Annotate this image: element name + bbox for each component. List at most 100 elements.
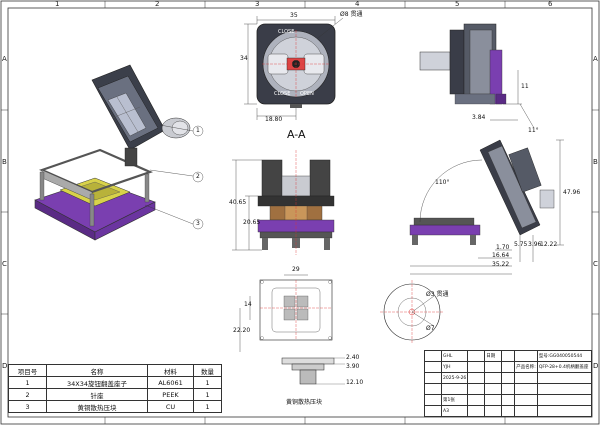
zone-top-5: 5	[455, 0, 460, 8]
dim-circle-d2: Ø7	[426, 325, 435, 332]
bom-header-row: 项目号 名称 材料 数量	[7, 364, 222, 377]
tb-cell	[501, 350, 516, 362]
tb-cell	[424, 394, 442, 406]
dim-plate-h: 14	[244, 301, 252, 308]
dim-side-r1: 11	[521, 83, 529, 90]
tb-cell	[467, 372, 486, 384]
tb-cell	[424, 405, 442, 417]
bom-cell: 3	[7, 400, 48, 413]
zone-top-4: 4	[355, 0, 360, 8]
tb-cell	[440, 383, 469, 395]
tb-cell: 日期	[484, 350, 503, 362]
tb-cell	[484, 372, 503, 384]
title-block: GHL 日期 型号:GG040050544 YJH 产品名称: QFP-28+0…	[424, 350, 593, 417]
tb-cell: YJH	[440, 361, 469, 373]
tb-cell: GHL	[440, 350, 469, 362]
tb-cell	[514, 394, 538, 406]
bom-cell: PEEK	[146, 388, 195, 401]
tb-cell	[501, 361, 516, 373]
front-view-dims	[232, 159, 262, 251]
bom-cell: 黄铜散热压块	[46, 400, 148, 413]
tb-cell	[514, 383, 538, 395]
section-label: A-A	[287, 128, 306, 141]
lid-close-label: CLOSE	[278, 29, 295, 35]
zone-side-d: D	[2, 362, 8, 370]
dim-side-r2: 3.84	[472, 114, 486, 121]
bom-header: 材料	[146, 364, 195, 377]
bom-cell: AL6061	[146, 376, 195, 389]
dim-open-angle: 110°	[435, 179, 450, 186]
dim-side-angle: 11°	[528, 127, 539, 134]
tb-cell	[467, 350, 486, 362]
dim-part-d1: 2.40	[346, 354, 360, 361]
balloon-leaders	[144, 124, 204, 230]
tb-cell	[484, 394, 503, 406]
bom-cell: CU	[146, 400, 195, 413]
bom-cell: 34X34旋钮翻盖座子	[46, 376, 148, 389]
side-view-dims	[490, 70, 535, 129]
tb-cell	[536, 394, 593, 406]
lid-close-label-bottom: CLOSE	[274, 91, 291, 97]
tb-cell	[514, 372, 538, 384]
bom-cell: 2	[7, 388, 48, 401]
tb-cell: 第1张	[440, 394, 469, 406]
zone-top-2: 2	[155, 0, 160, 8]
dim-hole-dia: Ø8 贯通	[340, 11, 363, 18]
zone-side-d-right: D	[593, 362, 599, 370]
dim-open-d5: 12.22	[540, 241, 558, 248]
bom-cell: 1	[193, 388, 222, 401]
tb-cell	[467, 383, 486, 395]
tb-cell: A3	[440, 405, 469, 417]
zone-side-a: A	[2, 55, 7, 63]
side-view-closed	[419, 23, 507, 105]
tb-cell	[467, 361, 486, 373]
tb-model: 型号:GG040050544	[536, 350, 593, 362]
dim-front-h2: 20.65	[243, 219, 261, 226]
top-view-dims	[244, 16, 344, 120]
zone-side-a-right: A	[593, 55, 598, 63]
tb-cell: 2025-9-26	[440, 372, 469, 384]
dim-open-d4: 35.22	[492, 261, 510, 268]
plate-view	[259, 279, 333, 341]
tb-cell	[501, 394, 516, 406]
balloon-1: 1	[196, 127, 200, 134]
part-detail	[281, 357, 345, 385]
dim-open-d6: 5.75	[514, 241, 528, 248]
circle-view	[380, 280, 444, 344]
plate-view-dims	[239, 274, 308, 352]
dim-top-height: 34	[240, 55, 248, 62]
tb-cell	[514, 350, 538, 362]
tb-cell	[424, 350, 442, 362]
dim-open-height: 47.96	[563, 189, 581, 196]
dim-open-d2: 3.96	[528, 241, 542, 248]
tb-cell	[536, 372, 593, 384]
zone-top-6: 6	[548, 0, 553, 8]
bom-header: 项目号	[7, 364, 48, 377]
tb-cell: 产品名称:	[514, 361, 538, 373]
open-view-dims	[410, 139, 564, 275]
balloon-3: 3	[196, 220, 200, 227]
bom-cell: 1	[7, 376, 48, 389]
tb-cell	[424, 372, 442, 384]
zone-side-c: C	[2, 260, 7, 268]
dim-top-width: 35	[290, 12, 298, 19]
zone-side-b: B	[2, 158, 7, 166]
tb-cell	[424, 361, 442, 373]
tb-cell	[467, 405, 486, 417]
bom-row: 3 黄铜散热压块 CU 1	[7, 400, 222, 413]
tb-cell	[501, 405, 516, 417]
dim-plate-v: 22.20	[233, 327, 251, 334]
lid-open-label: OPEN	[300, 91, 314, 97]
bom-cell: 1	[193, 376, 222, 389]
tb-cell	[484, 383, 503, 395]
bom-cell: 针座	[46, 388, 148, 401]
inner-border	[7, 7, 593, 418]
dim-front-h1: 40.65	[229, 199, 247, 206]
balloon-2: 2	[196, 173, 200, 180]
isometric-assembly	[34, 64, 191, 241]
top-view	[256, 23, 336, 108]
